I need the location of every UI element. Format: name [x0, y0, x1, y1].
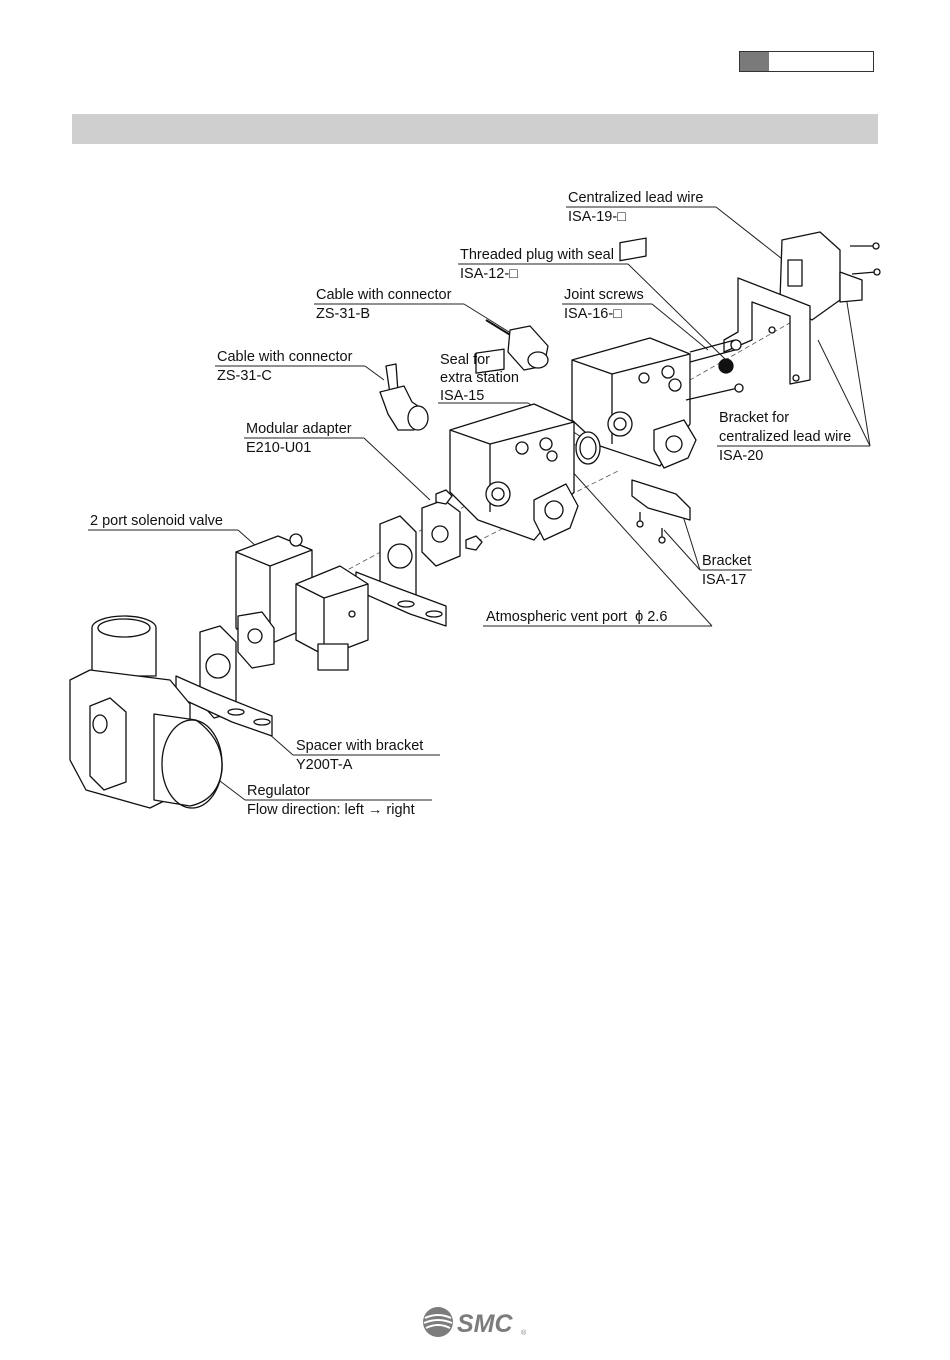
cable-zs31b-part — [485, 319, 549, 371]
label-bracket: Bracket — [702, 553, 751, 569]
sensor-unit-right — [571, 237, 744, 469]
part-number-zs31c: ZS-31-C — [217, 368, 272, 384]
section-index-marker — [740, 52, 769, 71]
label-spacer-bracket: Spacer with bracket — [296, 738, 423, 754]
label-cable-connector-b: Cable with connector — [316, 287, 452, 303]
part-number-zs31b: ZS-31-B — [316, 306, 370, 322]
label-seal-line2: extra station — [440, 370, 519, 386]
part-number-isa20: ISA-20 — [719, 448, 763, 464]
label-centralized-lead-wire: Centralized lead wire — [568, 190, 703, 206]
leader-lines — [88, 206, 871, 801]
smc-logo: SMC ® — [423, 1307, 527, 1338]
sensor-unit-left — [449, 348, 579, 541]
label-bracket-lead-line2: centralized lead wire — [719, 429, 851, 445]
smc-logo-mark-icon — [423, 1307, 453, 1337]
part-number-y200t: Y200T-A — [296, 757, 353, 773]
part-number-isa17: ISA-17 — [702, 572, 746, 588]
cable-zs31c-part — [379, 363, 429, 431]
registered-mark: ® — [521, 1329, 527, 1337]
label-regulator: Regulator — [247, 783, 310, 799]
label-modular-adapter: Modular adapter — [246, 421, 352, 437]
label-seal-line1: Seal for — [440, 352, 490, 368]
label-solenoid-valve: 2 port solenoid valve — [90, 513, 223, 529]
spacer-upper-part — [355, 515, 447, 627]
part-number-isa15: ISA-15 — [440, 388, 484, 404]
part-number-isa12: ISA-12-□ — [460, 266, 518, 282]
solenoid-valve-part — [235, 533, 369, 671]
bracket-isa17-part — [631, 479, 691, 544]
section-index-box — [739, 51, 874, 72]
label-vent-port: Atmospheric vent port ϕ 2.6 — [486, 609, 667, 625]
section-title-band — [72, 114, 878, 144]
label-threaded-plug: Threaded plug with seal — [460, 247, 614, 263]
spacer-lower-part — [175, 625, 273, 737]
smc-logo-text: SMC — [457, 1310, 514, 1338]
regulator-part — [69, 615, 223, 809]
part-number-isa16: ISA-16-□ — [564, 306, 622, 322]
centralized-lead-wire-part — [779, 231, 881, 321]
label-joint-screws: Joint screws — [564, 287, 644, 303]
label-cable-connector-c: Cable with connector — [217, 349, 353, 365]
label-flow-direction: Flow direction: left → right — [247, 802, 415, 818]
part-number-isa19: ISA-19-□ — [568, 209, 626, 225]
part-number-e210: E210-U01 — [246, 440, 311, 456]
modular-adapter-part — [421, 489, 483, 567]
label-bracket-lead-line1: Bracket for — [719, 410, 789, 426]
